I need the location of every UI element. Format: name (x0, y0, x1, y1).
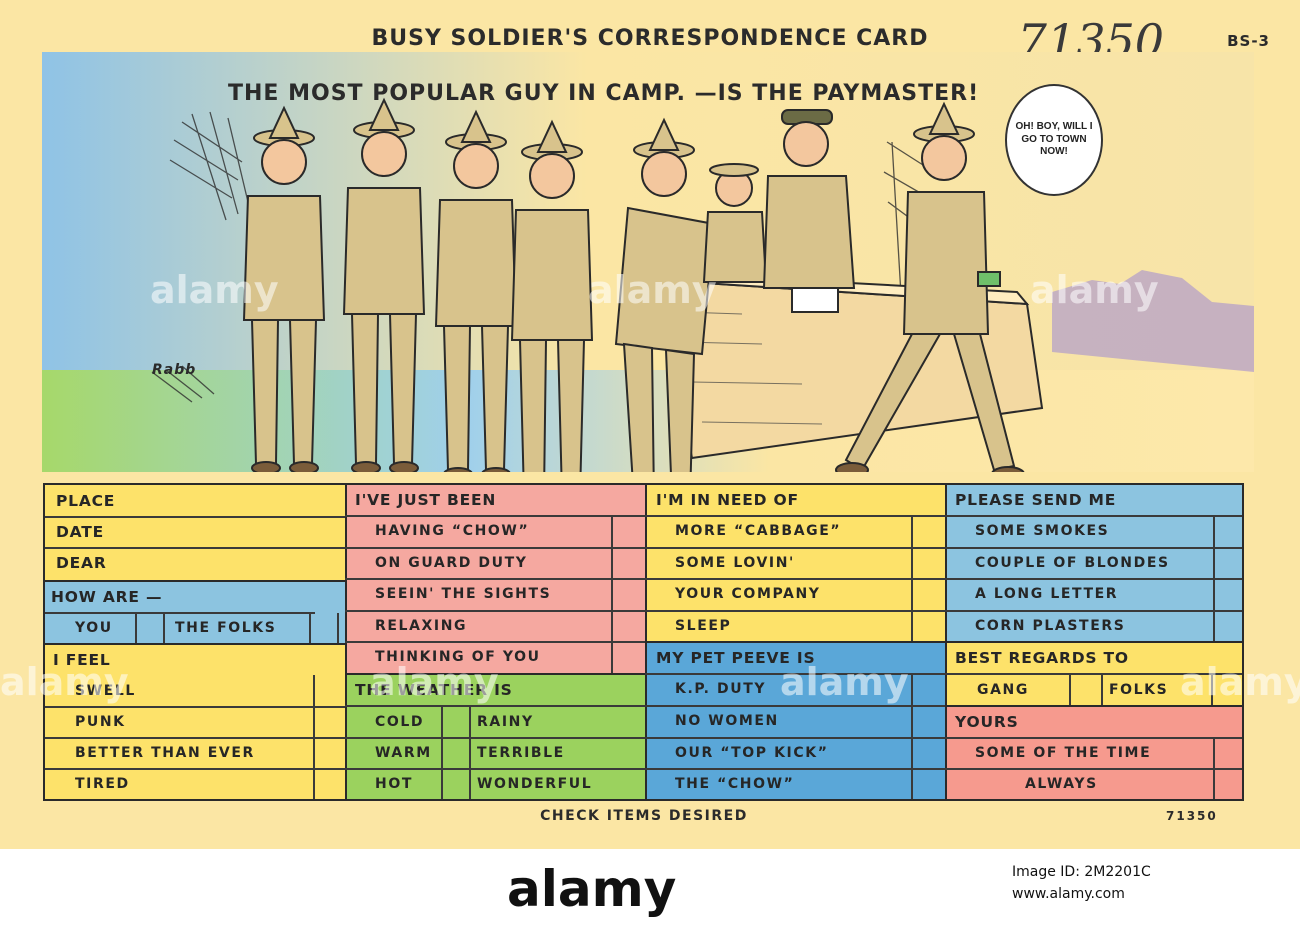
artist-signature: Rabb (152, 362, 197, 378)
option-more-cabbage[interactable]: MORE “CABBAGE” (675, 523, 842, 539)
option-relaxing[interactable]: RELAXING (375, 617, 468, 634)
section-place-date-dear (45, 485, 345, 580)
section-please-send (945, 485, 1242, 641)
option-better-than-ever[interactable]: BETTER THAN EVER (75, 744, 255, 761)
option-hot[interactable]: HOT (375, 775, 413, 792)
option-some-smokes[interactable]: SOME SMOKES (975, 523, 1110, 539)
option-thinking-of-you[interactable]: THINKING OF YOU (375, 649, 541, 665)
printed-card-number: 71350 (1166, 809, 1218, 823)
speech-bubble: OH! BOY, WILL I GO TO TOWN NOW! (1005, 84, 1103, 196)
checkbox-column-yours[interactable] (1213, 737, 1242, 799)
section-in-need (645, 485, 945, 641)
in-need-header: I'M IN NEED OF (656, 491, 799, 509)
image-url: www.alamy.com (1012, 886, 1125, 902)
checkbox-column-pet-peeve[interactable] (911, 673, 945, 799)
option-always[interactable]: ALWAYS (1025, 776, 1098, 792)
option-swell[interactable]: SWELL (75, 682, 136, 699)
field-dear[interactable]: DEAR (56, 554, 107, 572)
just-been-header: I'VE JUST BEEN (355, 491, 497, 509)
option-folks[interactable]: FOLKS (1109, 681, 1169, 698)
option-on-guard-duty[interactable]: ON GUARD DUTY (375, 554, 528, 571)
cartoon-caption: THE MOST POPULAR GUY IN CAMP. —IS THE PA… (228, 81, 980, 106)
section-pet-peeve (645, 641, 945, 799)
yours-header: YOURS (955, 713, 1019, 731)
weather-header: THE WEATHER IS (355, 681, 513, 699)
best-regards-header: BEST REGARDS TO (955, 649, 1129, 667)
checkbox-you[interactable] (135, 613, 165, 643)
option-kp-duty[interactable]: K.P. DUTY (675, 680, 767, 697)
option-warm[interactable]: WARM (375, 744, 432, 761)
option-having-chow[interactable]: HAVING “CHOW” (375, 523, 530, 539)
option-the-chow[interactable]: THE “CHOW” (675, 775, 795, 792)
option-your-company[interactable]: YOUR COMPANY (675, 586, 821, 602)
option-you[interactable]: YOU (75, 620, 113, 636)
check-items-note: CHECK ITEMS DESIRED (540, 808, 748, 824)
option-wonderful[interactable]: WONDERFUL (477, 775, 593, 792)
option-cold[interactable]: COLD (375, 713, 425, 730)
option-terrible[interactable]: TERRIBLE (477, 744, 565, 761)
option-some-of-the-time[interactable]: SOME OF THE TIME (975, 745, 1152, 761)
option-gang[interactable]: GANG (977, 681, 1029, 698)
option-couple-of-blondes[interactable]: COUPLE OF BLONDES (975, 554, 1170, 571)
checkbox-the-folks[interactable] (309, 613, 339, 643)
option-punk[interactable]: PUNK (75, 713, 126, 730)
stock-footer (0, 849, 1300, 939)
how-are-header: HOW ARE — (51, 588, 163, 606)
option-top-kick[interactable]: OUR “TOP KICK” (675, 744, 829, 761)
image-id: Image ID: 2M2201C (1012, 864, 1151, 880)
option-a-long-letter[interactable]: A LONG LETTER (975, 586, 1119, 602)
option-tired[interactable]: TIRED (75, 775, 130, 792)
section-weather (345, 673, 645, 799)
section-yours (945, 705, 1242, 799)
option-no-women[interactable]: NO WOMEN (675, 712, 779, 729)
please-send-header: PLEASE SEND ME (955, 491, 1117, 509)
option-the-folks[interactable]: THE FOLKS (175, 620, 277, 636)
correspondence-form: PLACE DATE DEAR HOW ARE — YOU THE FOLKS … (43, 483, 1244, 801)
field-date[interactable]: DATE (56, 523, 105, 541)
option-corn-plasters[interactable]: CORN PLASTERS (975, 617, 1126, 634)
checkbox-folks[interactable] (1211, 674, 1242, 705)
option-sleep[interactable]: SLEEP (675, 617, 732, 634)
option-some-lovin[interactable]: SOME LOVIN' (675, 554, 795, 571)
alamy-logo: alamy (507, 860, 677, 918)
series-code: BS-3 (1227, 32, 1270, 50)
option-rainy[interactable]: RAINY (477, 713, 534, 730)
section-how-are (45, 580, 345, 643)
checkbox-column-just-been[interactable] (611, 515, 645, 673)
pet-peeve-header: MY PET PEEVE IS (656, 649, 816, 667)
checkbox-gang[interactable] (1069, 674, 1103, 705)
section-i-feel (45, 643, 345, 799)
option-seein-the-sights[interactable]: SEEIN' THE SIGHTS (375, 586, 552, 602)
i-feel-header: I FEEL (53, 651, 111, 669)
checkbox-column-weather-left[interactable] (441, 705, 471, 799)
field-place[interactable]: PLACE (56, 492, 116, 510)
card-title: BUSY SOLDIER'S CORRESPONDENCE CARD (371, 26, 929, 51)
